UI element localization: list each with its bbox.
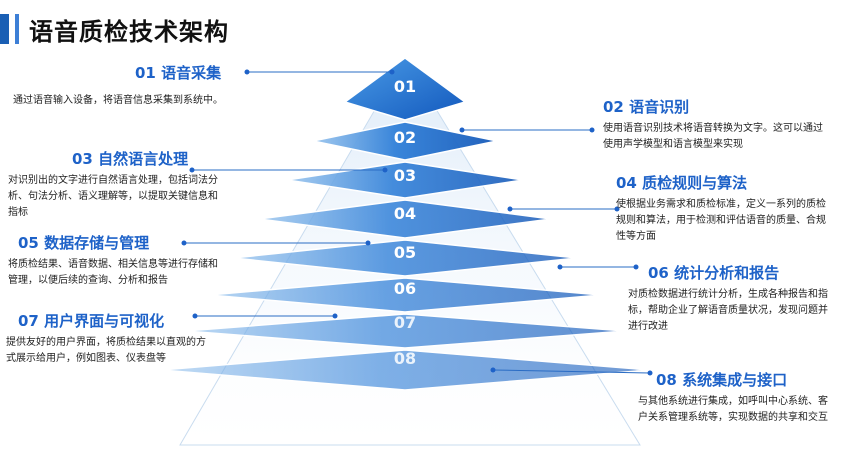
item-heading: 02 语音识别 [603, 98, 690, 116]
pyramid-layer-label: 03 [394, 166, 416, 185]
item-block-07: 07 用户界面与可视化提供友好的用户界面，将质检结果以直观的方式展示给用户，例如… [6, 310, 211, 367]
item-block-01: 01 语音采集通过语音输入设备，将语音信息采集到系统中。 [13, 62, 233, 109]
connector-4 [507, 206, 620, 212]
pyramid-layer-6: 06 [208, 277, 602, 313]
title-accent-bar [0, 14, 9, 44]
connector-5 [181, 240, 371, 246]
item-description: 与其他系统进行集成，如呼叫中心系统、客户关系管理系统等，实现数据的共享和交互 [638, 396, 828, 423]
pyramid-layer-8: 08 [160, 349, 650, 391]
pyramid-layer-1: 01 [343, 57, 467, 121]
item-block-05: 05 数据存储与管理将质检结果、语音数据、相关信息等进行存储和管理，以便后续的查… [8, 232, 218, 289]
item-description: 通过语音输入设备，将语音信息采集到系统中。 [13, 95, 223, 106]
pyramid-layer-label: 01 [394, 77, 416, 96]
connector-1 [244, 69, 395, 75]
pyramid-layer-label: 05 [394, 243, 416, 262]
pyramid-layer-label: 06 [394, 279, 416, 298]
pyramid-layer-5: 05 [232, 239, 578, 277]
connector-8 [490, 367, 653, 376]
title-accent-bar-thin [15, 14, 19, 44]
connector-3 [189, 167, 388, 173]
pyramid-layer-4: 04 [258, 199, 552, 239]
item-heading: 05 数据存储与管理 [18, 234, 150, 252]
item-heading: 08 系统集成与接口 [656, 371, 788, 389]
item-block-04: 04 质检规则与算法使根据业务需求和质检标准，定义一系列的质检规则和算法，用于检… [616, 172, 834, 245]
pyramid-layer-label: 08 [394, 349, 416, 368]
item-description: 将质检结果、语音数据、相关信息等进行存储和管理，以便后续的查询、分析和报告 [8, 259, 218, 286]
item-block-02: 02 语音识别使用语音识别技术将语音转换为文字。这可以通过使用声学模型和语言模型… [603, 96, 828, 153]
item-heading: 06 统计分析和报告 [648, 264, 780, 282]
page-title: 语音质检技术架构 [29, 17, 229, 46]
pyramid-layer-3: 03 [286, 161, 524, 199]
pyramid-layer-2: 02 [312, 121, 498, 161]
item-heading: 01 语音采集 [135, 64, 222, 82]
connector-6 [557, 264, 639, 270]
item-block-06: 06 统计分析和报告对质检数据进行统计分析，生成各种报告和指标，帮助企业了解语音… [628, 262, 833, 335]
title-bar: 语音质检技术架构 [0, 12, 229, 46]
item-description: 使用语音识别技术将语音转换为文字。这可以通过使用声学模型和语言模型来实现 [603, 123, 823, 150]
pyramid-layer-label: 02 [394, 128, 416, 147]
connector-7 [192, 313, 338, 319]
item-description: 提供友好的用户界面，将质检结果以直观的方式展示给用户，例如图表、仪表盘等 [6, 337, 206, 364]
item-heading: 07 用户界面与可视化 [18, 312, 165, 330]
item-heading: 03 自然语言处理 [72, 150, 189, 168]
pyramid-layer-label: 04 [394, 204, 416, 223]
item-block-08: 08 系统集成与接口与其他系统进行集成，如呼叫中心系统、客户关系管理系统等，实现… [638, 369, 833, 426]
item-block-03: 03 自然语言处理对识别出的文字进行自然语言处理，包括词法分析、句法分析、语义理… [8, 148, 218, 221]
pyramid-layer-label: 07 [394, 313, 416, 332]
connector-2 [459, 127, 595, 133]
pyramid-layer-7: 07 [184, 313, 626, 349]
item-description: 使根据业务需求和质检标准，定义一系列的质检规则和算法，用于检测和评估语音的质量、… [616, 199, 826, 242]
item-description: 对识别出的文字进行自然语言处理，包括词法分析、句法分析、语义理解等，以提取关键信… [8, 175, 218, 218]
item-heading: 04 质检规则与算法 [616, 174, 748, 192]
item-description: 对质检数据进行统计分析，生成各种报告和指标，帮助企业了解语音质量状况，发现问题并… [628, 289, 828, 332]
